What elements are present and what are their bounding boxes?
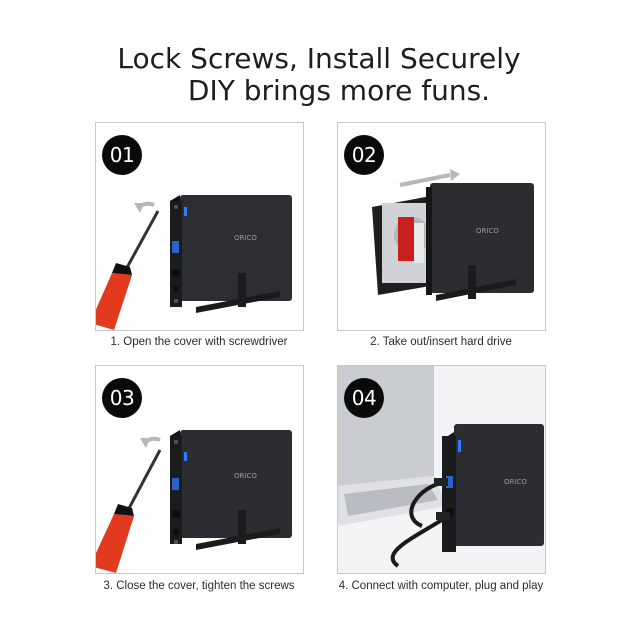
usb-port	[172, 241, 179, 253]
step-3-caption: 3. Close the cover, tighten the screws	[103, 580, 295, 592]
headline-line-1: Lock Screws, Install Securely	[117, 42, 521, 75]
usb-port	[446, 476, 453, 488]
screwdriver-handle	[96, 263, 132, 330]
step-number-badge: 03	[102, 378, 142, 418]
slide-arrow-icon	[399, 173, 451, 187]
step-1-illustration: ORICO	[96, 195, 292, 330]
step-1-panel: ORICO 01	[95, 122, 304, 331]
drive-label	[398, 217, 414, 261]
step-number-badge: 04	[344, 378, 384, 418]
enclosure	[180, 430, 292, 538]
brand-logo: ORICO	[234, 472, 257, 480]
step-4-panel: ORICO 04	[337, 365, 546, 574]
brand-logo: ORICO	[504, 478, 527, 486]
led-indicator	[184, 207, 187, 216]
enclosure	[430, 183, 534, 293]
enclosure	[454, 424, 544, 546]
screwdriver-handle	[96, 504, 134, 573]
brand-logo: ORICO	[476, 227, 499, 235]
step-2-illustration: ORICO	[372, 169, 534, 301]
step-4-caption: 4. Connect with computer, plug and play	[338, 580, 544, 592]
screwdriver-shaft	[122, 210, 160, 274]
step-number-badge: 01	[102, 135, 142, 175]
step-1-caption: 1. Open the cover with screwdriver	[110, 336, 288, 348]
led-indicator	[184, 452, 187, 461]
step-2-panel: ORICO 02	[337, 122, 546, 331]
step-3-illustration: ORICO	[96, 430, 292, 573]
led-indicator	[458, 440, 461, 452]
headline-line-2: DIY brings more funs.	[187, 74, 491, 107]
step-3-panel: ORICO 03	[95, 365, 304, 574]
step-2-caption: 2. Take out/insert hard drive	[370, 336, 512, 348]
brand-logo: ORICO	[234, 234, 257, 242]
power-cable	[390, 514, 450, 568]
step-number-badge: 02	[344, 135, 384, 175]
usb-port	[172, 478, 179, 490]
screwdriver-shaft	[124, 449, 162, 515]
